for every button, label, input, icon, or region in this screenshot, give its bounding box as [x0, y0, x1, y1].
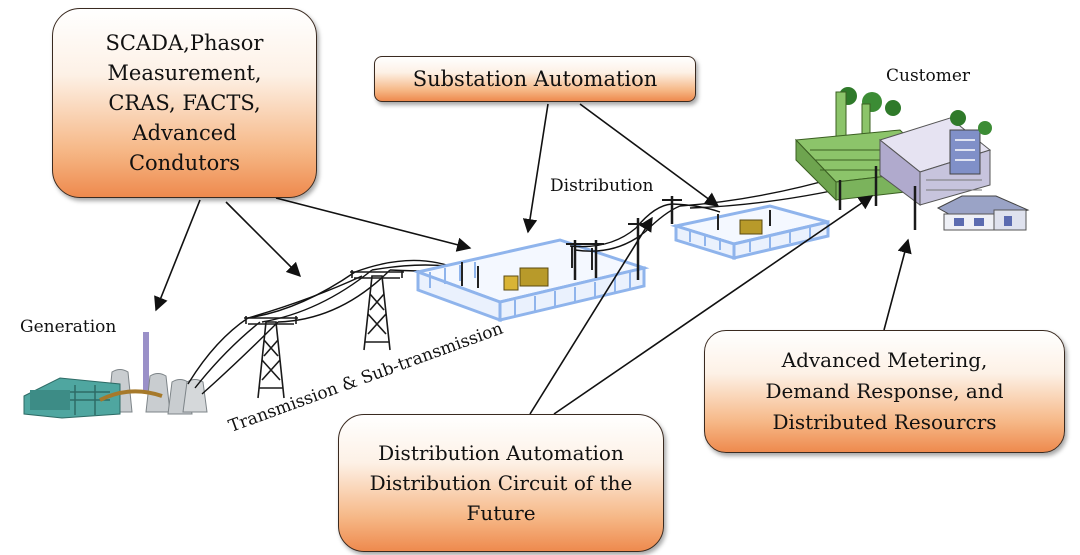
arrow-scada-tower	[225, 201, 302, 278]
callout-distribution-automation: Distribution Automation Distribution Cir…	[338, 414, 664, 552]
label-distribution: Distribution	[550, 176, 654, 196]
transmission-lines	[187, 259, 481, 395]
utility-pole-icon	[566, 196, 682, 280]
arrow-distauto-customer	[553, 195, 874, 415]
power-plant-icon	[23, 332, 208, 419]
callout-substation-text: Substation Automation	[412, 67, 658, 91]
arrow-substation-1	[522, 103, 549, 234]
callout-distribution-automation-text: Distribution Automation Distribution Cir…	[369, 441, 633, 525]
factory-icon	[794, 87, 992, 210]
arrow-scada-generation	[154, 199, 201, 312]
callout-advanced-metering: Advanced Metering, Demand Response, and …	[704, 330, 1065, 453]
callout-substation-automation: Substation Automation	[374, 56, 696, 102]
arrows	[154, 103, 912, 415]
arrow-scada-substation	[275, 197, 472, 252]
transmission-tower-icon	[350, 270, 404, 351]
callout-metering-text: Advanced Metering, Demand Response, and …	[765, 348, 1004, 434]
label-generation: Generation	[20, 317, 117, 337]
callout-scada: SCADA,Phasor Measurement, CRAS, FACTS, A…	[52, 8, 317, 198]
transmission-tower-icon	[244, 316, 298, 399]
arrow-metering-customer	[883, 238, 912, 331]
house-icon	[913, 186, 1030, 231]
substation-icon	[670, 204, 830, 261]
substation-icon	[412, 238, 650, 323]
arrow-distauto-poles	[529, 216, 653, 415]
arrow-substation-2	[579, 103, 720, 207]
callout-scada-text: SCADA,Phasor Measurement, CRAS, FACTS, A…	[105, 31, 264, 175]
label-customer: Customer	[886, 66, 971, 86]
